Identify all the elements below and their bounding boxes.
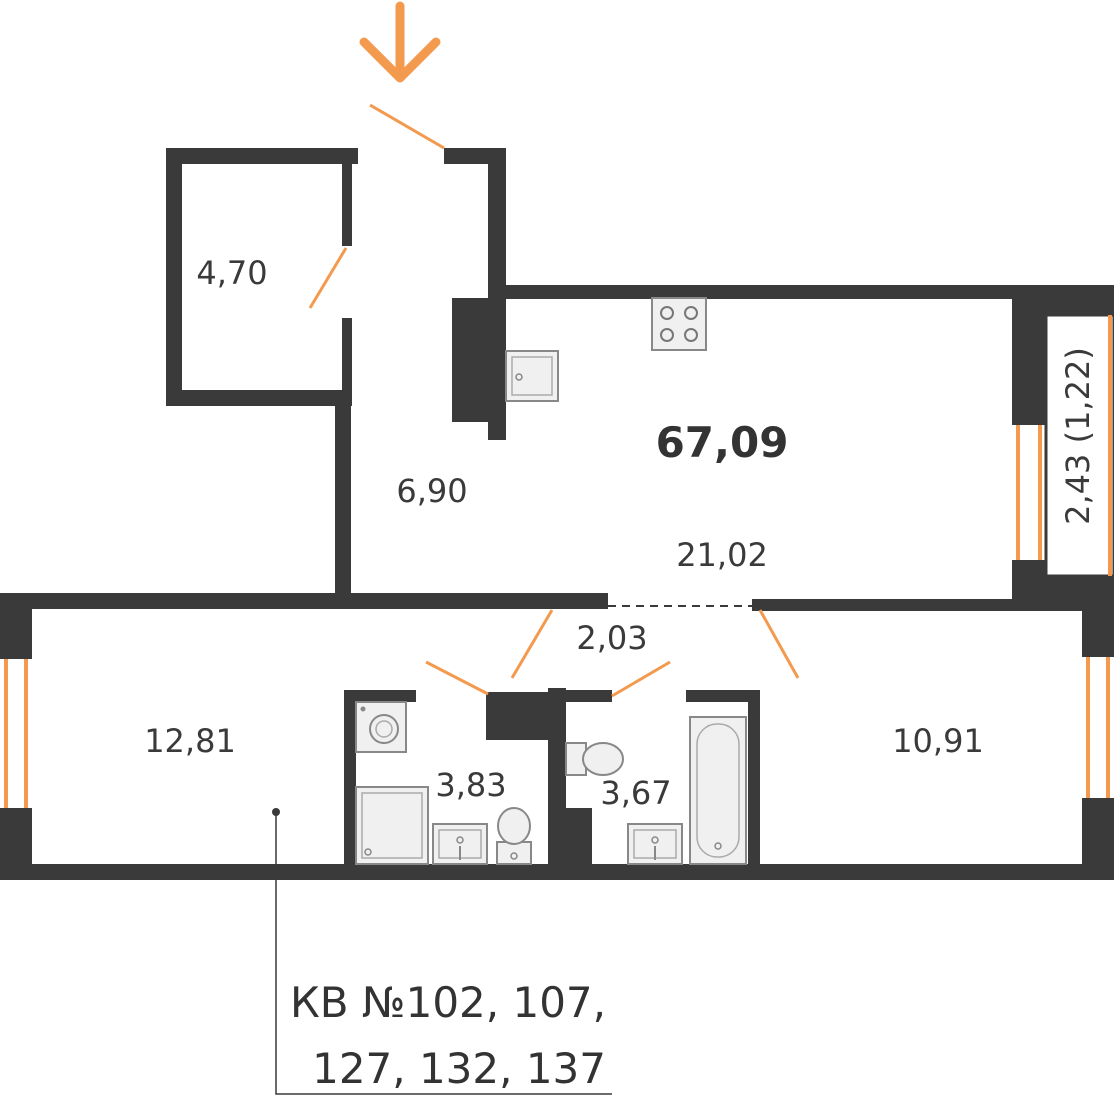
room-area-bathroom-right: 3,67 [600,774,671,812]
room-area-kitchen-living: 21,02 [676,536,768,574]
kitchen-sink-icon [505,350,559,402]
balcony [1044,313,1114,578]
washbasin-right-icon [627,823,683,865]
room-area-corridor: 2,03 [576,619,647,657]
toilet-left-icon [496,807,532,865]
doors [308,103,800,698]
toilet-right-icon [565,742,624,776]
room-area-bedroom-right: 10,91 [892,722,984,760]
room-area-bathroom-left: 3,83 [435,766,506,804]
bathtub-icon [689,716,747,865]
room-area-hall: 6,90 [396,472,467,510]
total-area: 67,09 [656,418,789,467]
leader-line [272,808,612,1095]
stove-icon [651,297,707,351]
entrance-arrow-icon [359,1,441,83]
windows [4,425,1110,808]
washbasin-left-icon [432,823,488,865]
walls [0,148,1114,880]
room-area-storage: 4,70 [196,254,267,292]
washing-machine-icon [355,701,407,753]
room-area-bedroom-left: 12,81 [144,722,236,760]
apartment-numbers-line2: 127, 132, 137 [312,1044,606,1093]
apartment-numbers-line1: КВ №102, 107, [290,978,606,1027]
balcony-area: 2,43 (1,22) [1059,347,1097,525]
shower-tray-icon [355,786,429,865]
